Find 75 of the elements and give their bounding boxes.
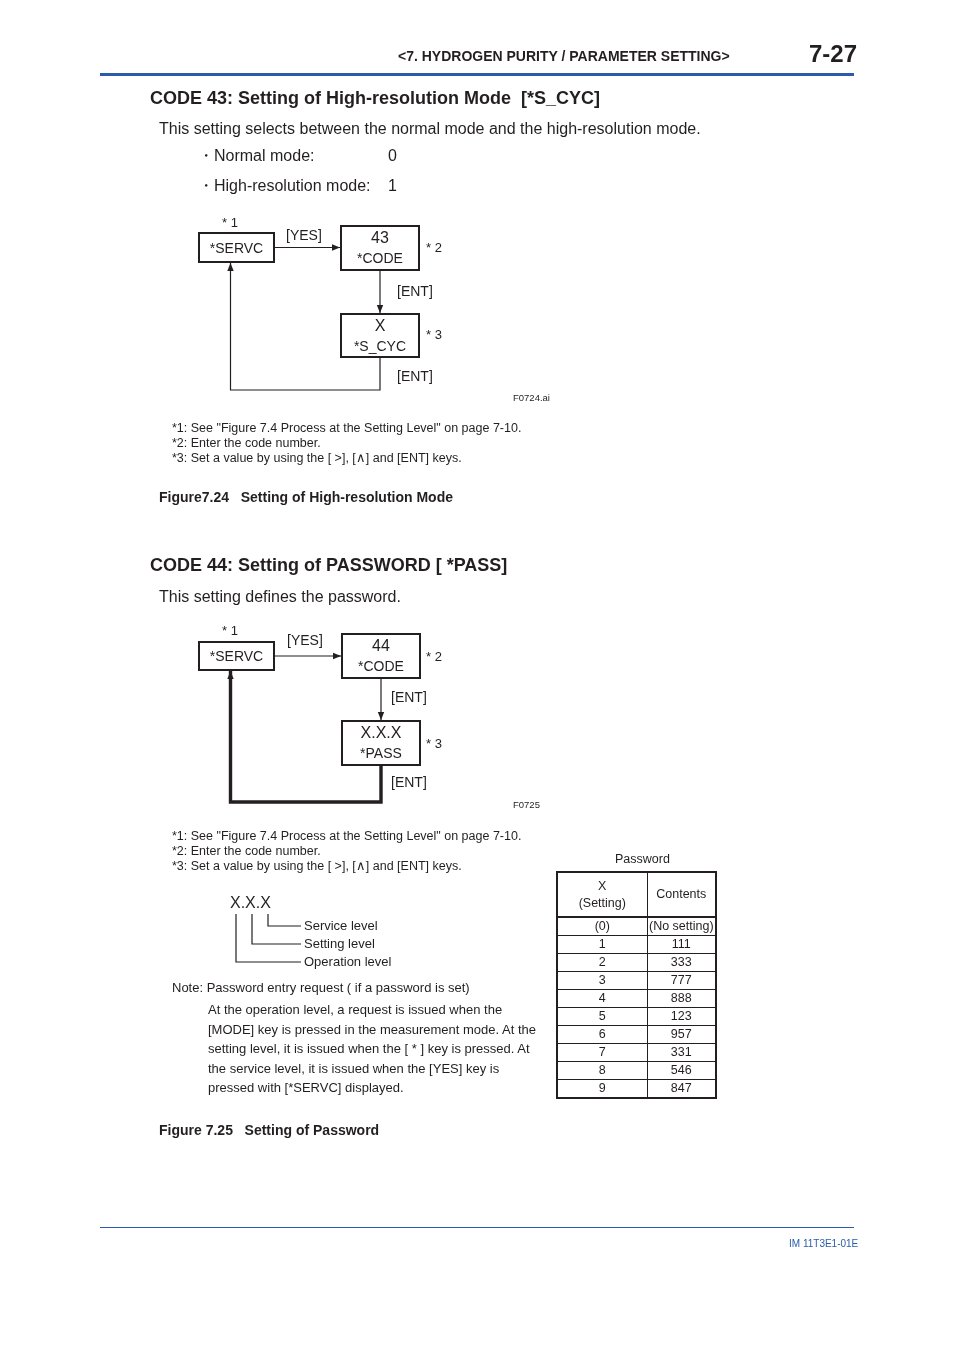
footnote: *2: Enter the code number. <box>172 436 321 451</box>
header-text: <7. HYDROGEN PURITY / PARAMETER SETTING> <box>398 48 730 65</box>
figure-caption: Figure7.24 Setting of High-resolution Mode <box>159 489 453 506</box>
table-cell: 7 <box>557 1043 648 1062</box>
display-box <box>340 313 420 358</box>
footnote-mark: * 2 <box>426 241 442 256</box>
display-box <box>341 720 421 766</box>
table-cell: 3 <box>557 971 648 990</box>
arrow <box>376 270 384 314</box>
body-text: This setting defines the password. <box>159 588 401 607</box>
footnote-mark: * 1 <box>222 624 238 639</box>
footnote: *3: Set a value by using the [ >], [∧] and [ENT] keys. <box>172 859 462 874</box>
edge-label: [YES] <box>286 227 322 244</box>
level-label: Setting level <box>304 936 375 951</box>
arrow <box>227 671 383 804</box>
edge-label: [ENT] <box>397 283 433 300</box>
display-text: *CODE <box>357 249 403 268</box>
page-number: 7-27 <box>809 40 858 68</box>
table-cell: 5 <box>557 1007 648 1026</box>
section-heading: CODE 43: Setting of High-resolution Mode [*S_CYC] <box>150 88 600 109</box>
leader-line <box>267 913 302 927</box>
table-cell: 1 <box>557 935 648 954</box>
header-cell: X (Setting) <box>557 872 648 917</box>
arrow <box>377 678 385 721</box>
arrow <box>274 244 341 251</box>
level-label: Service level <box>304 918 378 933</box>
display-value: X <box>374 315 386 336</box>
edge-label: [ENT] <box>391 689 427 706</box>
display-value: 44 <box>372 636 390 656</box>
table-cell: 2 <box>557 953 648 972</box>
display-text: *SERVC <box>209 647 264 666</box>
table-cell: 8 <box>557 1061 648 1080</box>
table-title: Password <box>615 852 670 867</box>
display-value: 43 <box>371 228 389 248</box>
edge-label: [ENT] <box>391 774 427 791</box>
level-label: Operation level <box>304 954 392 969</box>
display-value: X.X.X <box>230 894 271 912</box>
arrow <box>227 262 381 391</box>
list-value: 0 <box>388 147 397 166</box>
table-cell: (0) <box>557 917 648 936</box>
footnote-mark: * 1 <box>222 216 238 231</box>
display-box <box>198 232 275 263</box>
list-item: ・Normal mode: <box>198 147 315 166</box>
edge-label: [ENT] <box>397 368 433 385</box>
footnote: *1: See "Figure 7.4 Process at the Setting Level" on page 7-10. <box>172 829 522 844</box>
footnote: *2: Enter the code number. <box>172 844 321 859</box>
display-text: *CODE <box>358 657 404 676</box>
arrow <box>274 652 342 660</box>
display-text: *S_CYC <box>353 336 407 356</box>
section-heading: CODE 44: Setting of PASSWORD [ *PASS] <box>150 555 508 576</box>
footnote-mark: * 2 <box>426 650 442 665</box>
body-text: This setting selects between the normal mode and the high-resolution mode. <box>159 120 701 139</box>
table-cell: 4 <box>557 989 648 1008</box>
leader-line <box>235 913 302 963</box>
display-box <box>198 641 275 671</box>
edge-label: [YES] <box>287 632 323 649</box>
note-text: At the operation level, a request is issued when the [MODE] key is pressed in the measurement mode. At the setting level, it is issued when the [ * ] key is pressed. At the service level, it is issued when the [YES] key is pressed with [*SERVC] displayed. <box>208 1001 538 1098</box>
footnote: *3: Set a value by using the [ >], [∧] and [ENT] keys. <box>172 451 462 466</box>
figure-caption: Figure 7.25 Setting of Password <box>159 1122 380 1139</box>
table-cell: 6 <box>557 1025 648 1044</box>
display-box <box>341 633 421 679</box>
list-item: ・High-resolution mode: <box>198 177 371 196</box>
figure-code: F0724.ai <box>513 393 550 404</box>
leader-line <box>251 913 302 945</box>
figure-code: F0725 <box>513 800 540 811</box>
display-text: *SERVC <box>209 238 264 258</box>
display-text: *PASS <box>360 744 402 763</box>
footnote-mark: * 3 <box>426 737 442 752</box>
list-value: 1 <box>388 177 397 196</box>
display-value: X.X.X <box>360 723 402 743</box>
document-number: IM 11T3E1-01E <box>789 1238 859 1250</box>
footnote-mark: * 3 <box>426 328 442 343</box>
footnote: *1: See "Figure 7.4 Process at the Setting Level" on page 7-10. <box>172 421 522 436</box>
note-text: Note: Password entry request ( if a password is set) <box>172 981 470 996</box>
display-box <box>340 225 420 271</box>
